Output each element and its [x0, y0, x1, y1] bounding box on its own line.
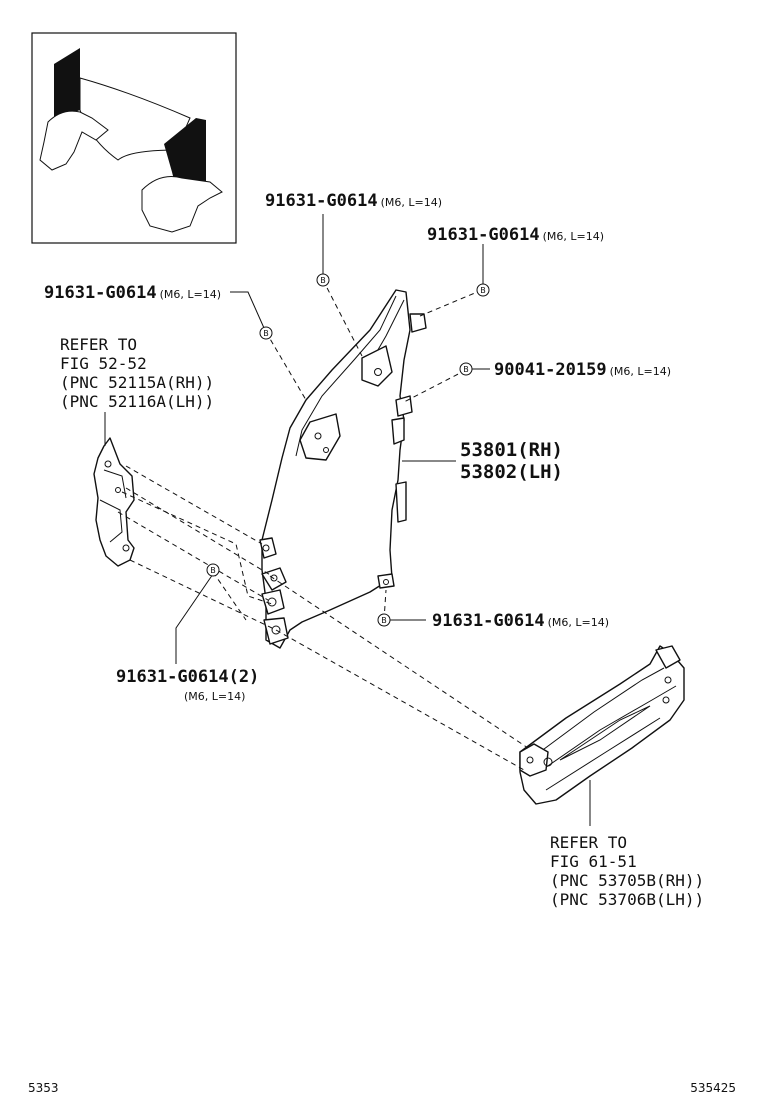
- apron-rail-lower-right: [519, 645, 685, 805]
- callout-6-spec: (M6, L=14): [184, 690, 245, 703]
- callout-3: 91631-G0614(M6, L=14): [44, 283, 221, 303]
- ref-upper-line-1: REFER TO: [60, 335, 137, 354]
- ref-upper-line-2: FIG 52-52: [60, 354, 147, 373]
- part-number-rh: 53801(RH): [460, 439, 563, 461]
- bolt-marker-2: B: [476, 283, 490, 297]
- fender-liner-panel: [259, 289, 427, 649]
- svg-text:B: B: [463, 365, 469, 374]
- callout-2: 91631-G0614(M6, L=14): [427, 225, 604, 245]
- ref-lower-line-3: (PNC 53705B(RH)): [550, 871, 704, 890]
- svg-text:B: B: [210, 566, 216, 575]
- svg-text:B: B: [381, 616, 387, 625]
- reference-note-lower: REFER TO FIG 61-51 (PNC 53705B(RH)) (PNC…: [550, 833, 704, 909]
- ref-lower-line-1: REFER TO: [550, 833, 627, 852]
- leader-lines: [104, 214, 591, 826]
- svg-text:B: B: [320, 276, 326, 285]
- bolt-marker-3: B: [259, 326, 273, 340]
- inset-thumbnail: [31, 32, 237, 244]
- footer-code-right: 535425: [690, 1081, 736, 1095]
- callout-1: 91631-G0614(M6, L=14): [265, 191, 442, 211]
- bolt-marker-6: B: [377, 613, 391, 627]
- svg-text:B: B: [263, 329, 269, 338]
- callout-5: 91631-G0614(M6, L=14): [432, 611, 609, 631]
- footer-code-left: 5353: [28, 1081, 59, 1095]
- part-number-lh: 53802(LH): [460, 461, 563, 483]
- reference-note-upper: REFER TO FIG 52-52 (PNC 52115A(RH)) (PNC…: [60, 335, 214, 411]
- callout-4: 90041-20159(M6, L=14): [494, 360, 671, 380]
- callout-6-part: 91631-G0614(2): [116, 667, 259, 687]
- bolt-marker-4: B: [459, 362, 473, 376]
- ref-lower-line-4: (PNC 53706B(LH)): [550, 890, 704, 909]
- ref-lower-line-2: FIG 61-51: [550, 852, 637, 871]
- bolt-marker-1: B: [316, 273, 330, 287]
- bolt-marker-5: B: [206, 563, 220, 577]
- ref-upper-line-3: (PNC 52115A(RH)): [60, 373, 214, 392]
- bracket-upper-left: [93, 437, 135, 567]
- alignment-lines: [117, 279, 529, 771]
- ref-upper-line-4: (PNC 52116A(LH)): [60, 392, 214, 411]
- svg-text:B: B: [480, 286, 486, 295]
